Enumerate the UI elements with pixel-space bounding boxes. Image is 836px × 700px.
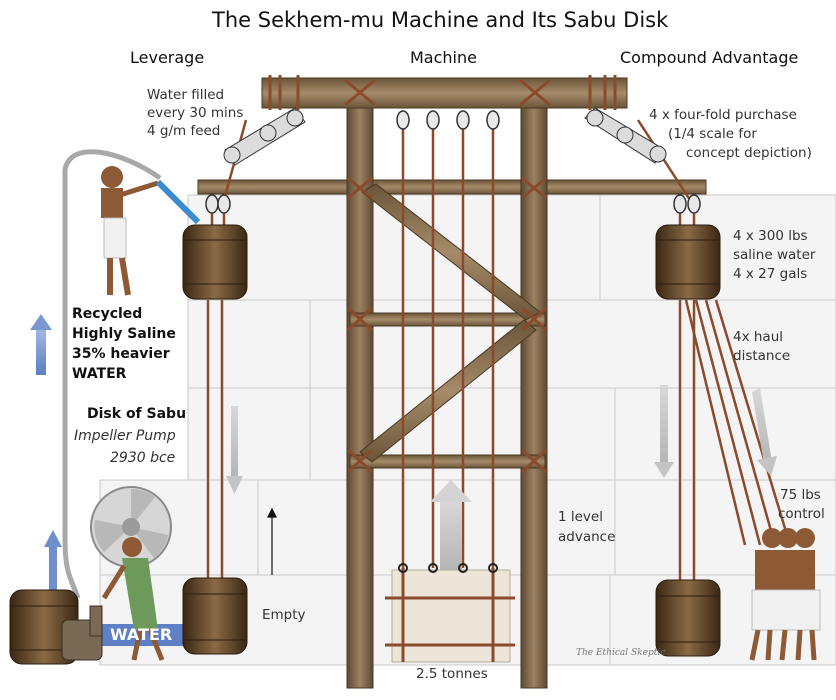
right-post <box>520 107 548 689</box>
beam-lashings <box>268 75 617 110</box>
date-label: 2930 bce <box>110 450 176 466</box>
pulleys <box>205 110 701 214</box>
gallons-note: 4 x 27 gals <box>733 266 808 282</box>
worker-figure-pump <box>101 537 165 661</box>
purchase-note: 4 x four-fold purchase <box>649 107 797 123</box>
arrow-recycled-up <box>30 314 52 375</box>
disk-of-sabu-label: Disk of Sabu <box>87 406 187 422</box>
block-lashings <box>385 568 515 662</box>
control-weight-note: 75 lbs <box>780 487 821 503</box>
haul-distance-note: distance <box>733 348 791 364</box>
control-note: control <box>778 506 825 522</box>
worker-figures-haulers <box>749 528 821 661</box>
barrel-reservoir <box>9 589 79 665</box>
barrel-top-right <box>655 224 721 300</box>
refill-interval-note: every 30 mins <box>147 105 244 121</box>
water-filled-note: Water filled <box>147 87 225 103</box>
scale-note: (1/4 scale for <box>668 126 757 142</box>
cross-beam <box>197 179 707 195</box>
arrow-lift-up <box>430 480 472 572</box>
barrel-top-left <box>182 224 248 300</box>
machine-ropes <box>206 119 792 580</box>
level-advance-label: 1 level <box>558 509 603 525</box>
barrel-bottom-right <box>655 579 721 657</box>
feed-pipe <box>62 149 162 599</box>
brace-lashings <box>346 176 548 474</box>
arrow-barrel-down-left <box>226 406 243 494</box>
stone-block <box>391 569 511 663</box>
weight-note: 4 x 300 lbs <box>733 228 808 244</box>
middle-brace <box>349 312 546 327</box>
diagram-title: The Sekhem-mu Machine and Its Sabu Disk <box>212 8 669 32</box>
barrel-bottom-left <box>182 577 248 655</box>
header-machine: Machine <box>410 48 477 67</box>
top-beam <box>261 77 628 109</box>
feed-rate-note: 4 g/m feed <box>147 123 221 139</box>
block-tackle-left <box>223 107 306 166</box>
worker-figure-filler <box>101 166 201 296</box>
water-channel-label: WATER <box>110 625 173 644</box>
header-leverage: Leverage <box>130 48 205 67</box>
left-post <box>346 107 374 689</box>
arrow-haul-down <box>752 388 777 476</box>
concept-note: concept depiction) <box>686 145 812 161</box>
header-compound-advantage: Compound Advantage <box>620 48 799 67</box>
saline-water-note: saline water <box>733 247 816 263</box>
block-hooks <box>398 563 498 573</box>
lower-brace <box>349 454 546 469</box>
recycled-label: Recycled <box>72 306 143 322</box>
haul-note: 4x haul <box>733 329 784 345</box>
sabu-disk-icon <box>90 486 172 568</box>
heavier-label: 35% heavier <box>72 346 170 362</box>
highly-saline-label: Highly Saline <box>72 326 176 342</box>
block-tackle-right <box>584 107 667 164</box>
impeller-pump-label: Impeller Pump <box>74 428 176 444</box>
empty-label: Empty <box>262 607 306 623</box>
credit-signature: The Ethical Skeptic <box>576 648 666 658</box>
tonnes-label: 2.5 tonnes <box>416 666 488 682</box>
advance-label: advance <box>558 529 616 545</box>
water-label: WATER <box>72 366 127 382</box>
pump-apparatus <box>61 605 103 661</box>
arrow-advance <box>267 507 277 575</box>
arrow-counterweight-down <box>654 385 674 478</box>
